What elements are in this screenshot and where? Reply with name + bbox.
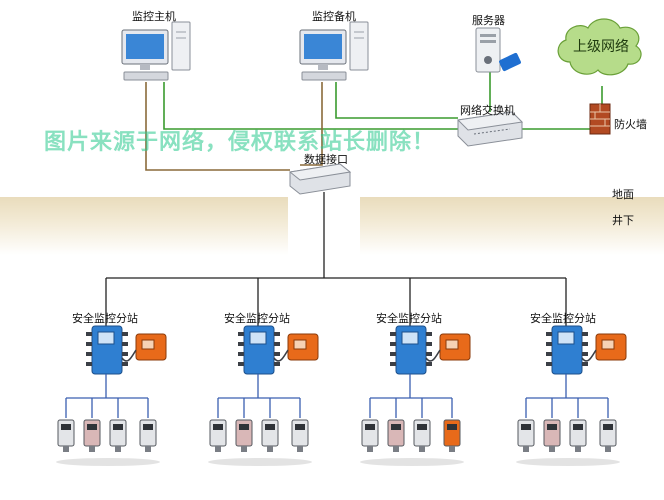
underground-label: 井下 xyxy=(612,214,634,227)
monitor-backup-computer xyxy=(299,21,369,81)
sensor-4-1 xyxy=(517,419,535,452)
data-interface-label: 数据接口 xyxy=(304,153,348,166)
data-interface-device xyxy=(288,163,352,195)
substation-1 xyxy=(56,325,167,466)
sensor-3-1 xyxy=(361,419,379,452)
substation-3 xyxy=(360,325,471,466)
sensor-4-4 xyxy=(599,419,617,452)
network-switch xyxy=(456,111,524,147)
sensor-3-3 xyxy=(413,419,431,452)
substation-2 xyxy=(208,325,319,466)
upper-network-label: 上级网络 xyxy=(573,39,629,55)
server-label: 服务器 xyxy=(472,14,505,27)
sensor-2-1 xyxy=(209,419,227,452)
sensor-1-4 xyxy=(139,419,157,452)
watermark-text: 图片来源于网络，侵权联系站长删除！ xyxy=(44,130,436,155)
server xyxy=(475,27,521,73)
substation-4 xyxy=(516,325,627,466)
sensor-4-2 xyxy=(543,419,561,452)
monitor-host-computer xyxy=(121,21,191,81)
monitor-backup-label: 监控备机 xyxy=(312,10,356,23)
sensor-1-3 xyxy=(109,419,127,452)
surface-label: 地面 xyxy=(612,188,634,201)
substations-group xyxy=(56,325,627,466)
sensor-3-4 xyxy=(443,419,461,452)
substation-label-4: 安全监控分站 xyxy=(530,312,596,325)
monitor-host-label: 监控主机 xyxy=(132,10,176,23)
upper-network-cloud xyxy=(557,18,642,76)
substation-label-2: 安全监控分站 xyxy=(224,312,290,325)
sensor-2-2 xyxy=(235,419,253,452)
sensor-2-3 xyxy=(261,419,279,452)
firewall-label: 防火墙 xyxy=(614,118,647,131)
sensor-4-3 xyxy=(569,419,587,452)
substation-label-3: 安全监控分站 xyxy=(376,312,442,325)
sensor-1-2 xyxy=(83,419,101,452)
top-links xyxy=(105,72,603,326)
switch-label: 网络交换机 xyxy=(460,104,515,117)
sensor-1-1 xyxy=(57,419,75,452)
sensor-2-4 xyxy=(291,419,309,452)
firewall xyxy=(589,103,611,135)
substation-label-1: 安全监控分站 xyxy=(72,312,138,325)
sensor-3-2 xyxy=(387,419,405,452)
